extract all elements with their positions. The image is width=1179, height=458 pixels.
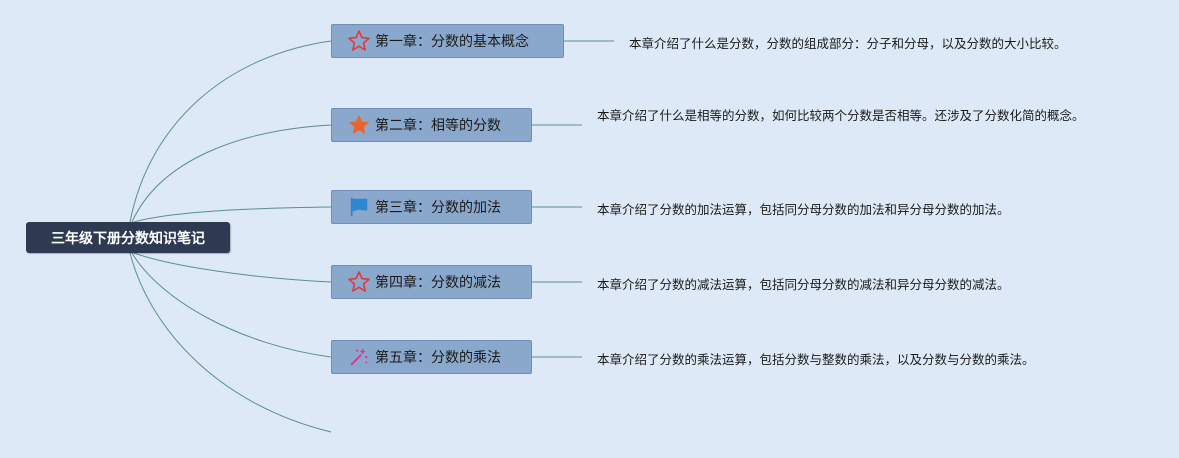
chapter-desc-4: 本章介绍了分数的减法运算，包括同分母分数的减法和异分母分数的减法。	[597, 277, 1010, 292]
chapter-desc-1: 本章介绍了什么是分数，分数的组成部分：分子和分母，以及分数的大小比较。	[629, 36, 1067, 51]
star-outline-icon	[346, 270, 372, 294]
star-filled-icon	[346, 113, 372, 137]
branch-line-4	[133, 252, 332, 283]
chapter-desc-3: 本章介绍了分数的加法运算，包括同分母分数的加法和异分母分数的加法。	[597, 202, 1010, 217]
chapter-title-1: 第一章：分数的基本概念	[375, 34, 529, 50]
magic-wand-icon	[346, 345, 372, 369]
branch-line-1	[129, 40, 332, 223]
chapter-title-2: 第二章：相等的分数	[375, 118, 501, 134]
chapter-desc-5: 本章介绍了分数的乘法运算，包括分数与整数的乘法，以及分数与分数的乘法。	[597, 352, 1035, 367]
chapter-title-5: 第五章：分数的乘法	[375, 350, 501, 366]
star-outline-icon	[346, 29, 372, 53]
chapter-node-3[interactable]: 第三章：分数的加法	[331, 190, 532, 224]
chapter-node-2[interactable]: 第二章：相等的分数	[331, 108, 532, 142]
root-topic-node[interactable]: 三年级下册分数知识笔记	[26, 222, 230, 253]
chapter-title-4: 第四章：分数的减法	[375, 275, 501, 291]
chapter-title-3: 第三章：分数的加法	[375, 200, 501, 216]
chapter-node-4[interactable]: 第四章：分数的减法	[331, 265, 532, 299]
flag-icon	[346, 195, 372, 219]
chapter-desc-2: 本章介绍了什么是相等的分数，如何比较两个分数是否相等。还涉及了分数化简的概念。	[597, 108, 1085, 123]
chapter-node-1[interactable]: 第一章：分数的基本概念	[331, 24, 564, 58]
branch-line-2	[131, 124, 332, 223]
chapter-node-5[interactable]: 第五章：分数的乘法	[331, 340, 532, 374]
root-topic-label: 三年级下册分数知识笔记	[51, 230, 205, 247]
branch-line-6	[129, 252, 332, 433]
branch-line-5	[131, 252, 332, 358]
branch-line-3	[133, 206, 332, 223]
